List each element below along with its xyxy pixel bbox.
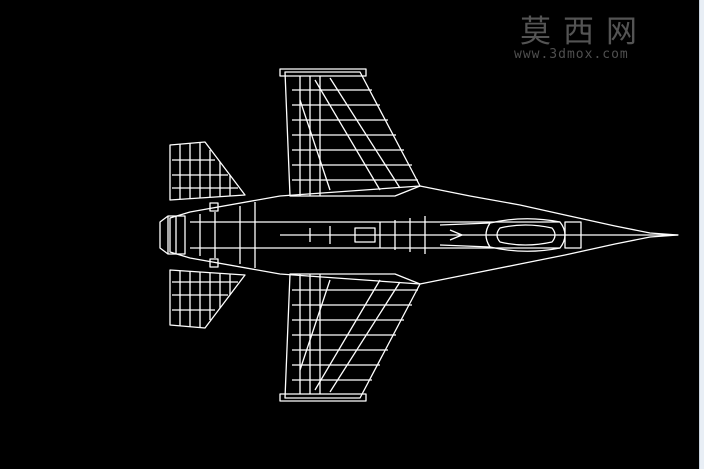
lower-wing	[279, 273, 421, 402]
watermark-logo-text: 莫西网	[520, 14, 649, 50]
fuselage-details	[309, 216, 426, 254]
engine-nozzle	[159, 202, 219, 268]
window-edge	[699, 0, 704, 469]
watermark-url: www.3dmox.com	[514, 47, 629, 62]
upper-tailplane	[169, 141, 246, 201]
fuselage-outline	[169, 185, 679, 285]
lower-tailplane	[169, 269, 246, 329]
upper-wing	[279, 68, 421, 197]
cockpit-canopy	[439, 218, 582, 252]
